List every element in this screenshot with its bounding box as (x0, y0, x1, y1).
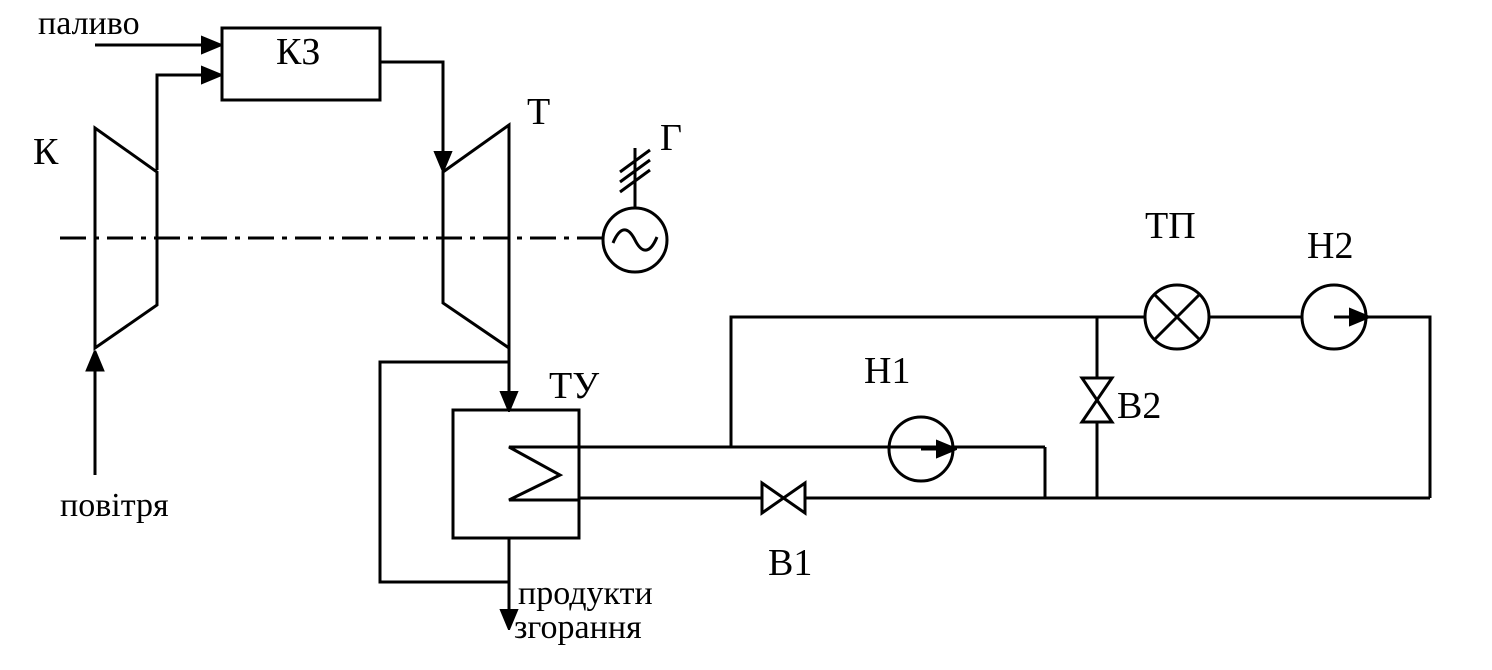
generator-tick-2 (619, 158, 651, 184)
heat-exchanger-coil (508, 445, 579, 502)
combustion-products-label-line2: згорання (514, 609, 642, 646)
valve-1-label: В1 (768, 542, 812, 584)
heat-consumer-circle (1143, 283, 1211, 351)
upper-loop-pipe (729, 315, 1145, 447)
hot-gas-line (380, 60, 443, 170)
combustion-chamber-label: КЗ (276, 31, 320, 73)
generator-tick-3 (619, 168, 651, 194)
heat-recovery-unit-box (451, 408, 581, 540)
compressed-air-line (155, 75, 220, 170)
valve-2-label: В2 (1117, 385, 1161, 427)
valve-2-symbol (1079, 376, 1115, 424)
combustion-products-label-line1: продукти (518, 575, 653, 612)
turbine-label: Т (527, 91, 550, 133)
compressor-shape (93, 125, 159, 351)
bypass-line (378, 360, 509, 584)
compressor-label: К (33, 131, 59, 173)
fuel-label: паливо (38, 5, 140, 42)
heat-consumer-label: ТП (1145, 205, 1196, 247)
valve-1-symbol (760, 480, 807, 516)
pump-1-label: Н1 (864, 350, 910, 392)
pump-2-label: Н2 (1307, 225, 1353, 267)
generator-sine-icon (611, 228, 659, 252)
generator-tick-1 (619, 148, 651, 174)
generator-label: Г (660, 117, 682, 159)
upper-pipe-right (1366, 315, 1432, 498)
combustion-chamber-box (220, 26, 382, 102)
heat-consumer-cross-2 (1152, 292, 1202, 342)
air-label: повітря (60, 487, 169, 524)
heat-recovery-unit-label: ТУ (549, 365, 599, 407)
